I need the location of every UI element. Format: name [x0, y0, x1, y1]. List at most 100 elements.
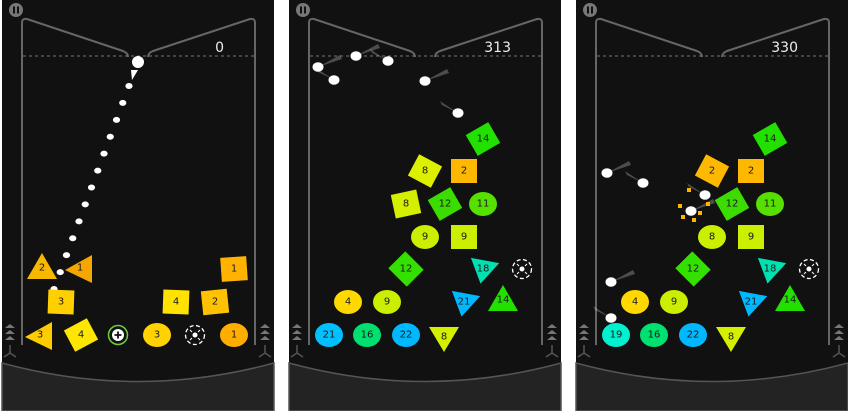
aim-dot: [94, 167, 102, 174]
aim-dot: [87, 184, 96, 191]
block-hit-count: 16: [648, 330, 661, 341]
block-hit-count: 8: [441, 332, 447, 343]
circle-block: 9: [373, 290, 401, 314]
block-hit-count: 21: [323, 330, 336, 341]
ball-trail: [625, 171, 643, 183]
block-hit-count: 9: [748, 232, 754, 243]
diamond-block: 12: [427, 187, 463, 221]
ball: [699, 190, 711, 200]
circle-shape: [621, 290, 649, 314]
diamond-shape: [388, 251, 424, 287]
tripod-icon: [258, 345, 272, 358]
triangle-down-block: 8: [429, 327, 459, 352]
aim-dot: [69, 235, 77, 242]
square-block: 2: [738, 159, 764, 183]
ball-trail: [611, 270, 635, 282]
chevron-stack-icon: [260, 324, 270, 340]
debris-particle: [698, 211, 702, 215]
block-hit-count: 9: [422, 232, 428, 243]
diamond-shape: [427, 187, 463, 221]
left-wall: [595, 17, 703, 345]
triangle-up-block: 14: [488, 285, 518, 311]
block-hit-count: 18: [764, 264, 777, 275]
tripod-icon: [545, 345, 559, 358]
circle-block: 11: [756, 192, 784, 216]
circle-block: 11: [469, 192, 497, 216]
block-hit-count: 22: [400, 330, 413, 341]
circle-shape: [220, 323, 248, 347]
triangle-shape: [738, 290, 768, 317]
ball-trail: [356, 44, 380, 56]
block-hit-count: 2: [212, 297, 218, 308]
launcher-ball[interactable]: [132, 56, 144, 68]
square-shape: [738, 225, 764, 249]
pause-button[interactable]: [296, 3, 310, 17]
bottom-floor: [288, 362, 562, 411]
tripod-icon: [577, 345, 591, 358]
triangle-up-block: 2: [27, 253, 57, 279]
pause-icon[interactable]: [296, 3, 310, 17]
triangle-right-block: 21: [451, 290, 481, 317]
circle-shape: [698, 225, 726, 249]
block-hit-count: 2: [39, 263, 45, 274]
square-shape: [390, 189, 422, 219]
triangle-shape: [775, 285, 805, 311]
block-hit-count: 14: [477, 134, 490, 145]
block-hit-count: 3: [58, 297, 64, 308]
circle-shape: [392, 323, 420, 347]
circle-shape: [373, 290, 401, 314]
block-hit-count: 8: [422, 166, 428, 177]
diamond-shape: [694, 154, 730, 188]
pause-icon[interactable]: [9, 3, 23, 17]
square-shape: [738, 159, 764, 183]
aim-dot: [112, 116, 121, 123]
triangle-shape: [716, 327, 746, 352]
square-block: 9: [738, 225, 764, 249]
panel-background: [576, 0, 848, 411]
circle-block: 3: [143, 323, 171, 347]
circle-block: 1: [220, 323, 248, 347]
circle-shape: [143, 323, 171, 347]
pause-icon[interactable]: [583, 3, 597, 17]
left-wall: [308, 17, 416, 345]
plus-icon: [114, 331, 122, 339]
block-hit-count: 9: [461, 232, 467, 243]
block-hit-count: 9: [671, 297, 677, 308]
block-hit-count: 4: [345, 297, 351, 308]
square-block: 1: [220, 256, 248, 282]
circle-block: 22: [679, 323, 707, 347]
aim-dot: [119, 99, 127, 106]
circle-shape: [660, 290, 688, 314]
square-block: 8: [390, 189, 422, 219]
triangle-right-block: 21: [738, 290, 768, 317]
circle-shape: [353, 323, 381, 347]
block-hit-count: 4: [632, 297, 638, 308]
target-ring-icon: [184, 324, 206, 346]
aim-dot: [62, 252, 71, 259]
circle-block: 9: [660, 290, 688, 314]
block-hit-count: 11: [764, 199, 777, 210]
square-block: 3: [47, 289, 75, 315]
diamond-block: 2: [694, 154, 730, 188]
circle-shape: [640, 323, 668, 347]
target-ring-icon: [798, 258, 820, 280]
triangle-shape: [65, 255, 92, 283]
diamond-shape: [675, 251, 711, 287]
block-hit-count: 18: [477, 264, 490, 275]
square-block: 9: [451, 225, 477, 249]
triangle-shape: [470, 257, 500, 284]
diamond-block: 8: [407, 154, 443, 188]
aim-dot: [75, 218, 83, 225]
pause-button[interactable]: [9, 3, 23, 17]
block-hit-count: 19: [610, 330, 623, 341]
block-hit-count: 21: [745, 297, 758, 308]
tripod-icon: [832, 345, 846, 358]
debris-particle: [678, 204, 682, 208]
circle-shape: [315, 323, 343, 347]
pause-button[interactable]: [583, 3, 597, 17]
triangle-shape: [757, 257, 787, 284]
score-display: 0: [215, 40, 224, 56]
chevron-stack-icon: [5, 324, 15, 340]
square-shape: [63, 318, 99, 352]
